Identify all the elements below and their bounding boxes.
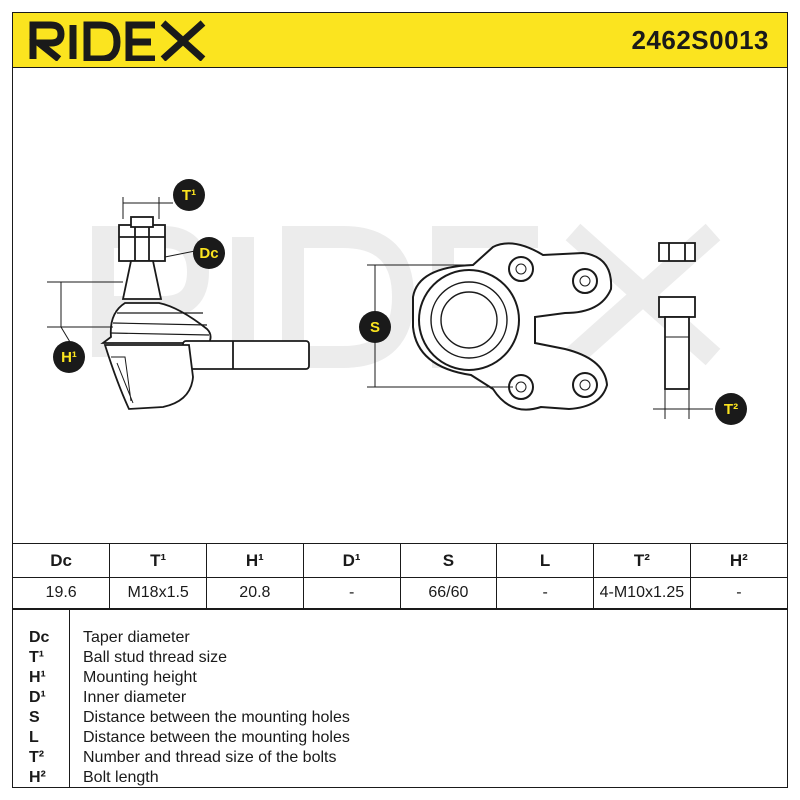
mounting-hole bbox=[572, 268, 598, 294]
ball-joint-side-view bbox=[47, 197, 310, 410]
spec-value: - bbox=[302, 577, 401, 609]
legend-item: H¹ Mounting height bbox=[13, 668, 787, 688]
svg-text:T¹: T¹ bbox=[182, 187, 196, 204]
legend-code: D¹ bbox=[29, 689, 46, 706]
legend-code: T² bbox=[29, 749, 45, 766]
legend-code: Dc bbox=[29, 629, 50, 646]
part-number: 2462S0013 bbox=[631, 25, 769, 55]
legend-description: Inner diameter bbox=[83, 689, 187, 706]
legend-code: T¹ bbox=[29, 649, 45, 666]
label-badge-t2: T² bbox=[715, 393, 747, 425]
label-badge-t1: T¹ bbox=[173, 179, 205, 211]
spec-header: Dc bbox=[13, 543, 111, 578]
legend-description: Bolt length bbox=[83, 769, 159, 786]
spec-header: L bbox=[496, 543, 594, 578]
legend-description: Ball stud thread size bbox=[83, 649, 228, 666]
legend-description: Number and thread size of the bolts bbox=[83, 749, 337, 766]
spec-value: 66/60 bbox=[399, 577, 498, 609]
spec-value-row: 19.6 M18x1.5 20.8 - 66/60 - 4-M10x1.25 - bbox=[13, 577, 787, 609]
legend-description: Distance between the mounting holes bbox=[83, 729, 350, 746]
legend-code: H² bbox=[29, 769, 46, 786]
spec-value: 20.8 bbox=[206, 577, 304, 609]
spec-value: 4-M10x1.25 bbox=[593, 577, 691, 609]
legend-item: L Distance between the mounting holes bbox=[13, 728, 787, 748]
legend-divider bbox=[69, 610, 70, 788]
svg-text:S: S bbox=[370, 319, 380, 336]
bolt-shank bbox=[664, 316, 690, 390]
label-badge-h1: H¹ bbox=[53, 341, 85, 373]
ball-socket-outer bbox=[418, 269, 520, 371]
spec-table: Dc T¹ H¹ D¹ S L T² H² 19.6 M18x1.5 20.8 … bbox=[13, 543, 787, 609]
label-badge-s: S bbox=[359, 311, 391, 343]
legend-item: T¹ Ball stud thread size bbox=[13, 648, 787, 668]
spec-header-row: Dc T¹ H¹ D¹ S L T² H² bbox=[13, 543, 787, 578]
spec-header: H² bbox=[689, 543, 787, 578]
legend-description: Mounting height bbox=[83, 669, 197, 686]
lever-arm bbox=[182, 340, 310, 370]
bolt-and-nut bbox=[653, 242, 713, 419]
legend: Dc Taper diameter T¹ Ball stud thread si… bbox=[13, 609, 787, 788]
spec-header: T¹ bbox=[109, 543, 207, 578]
legend-code: L bbox=[29, 729, 39, 746]
castle-nut bbox=[118, 224, 166, 262]
spec-value: M18x1.5 bbox=[109, 577, 207, 609]
spec-header: T² bbox=[593, 543, 691, 578]
spec-header: S bbox=[399, 543, 498, 578]
bolt-head bbox=[658, 296, 696, 318]
svg-text:H¹: H¹ bbox=[61, 349, 77, 366]
legend-item: D¹ Inner diameter bbox=[13, 688, 787, 708]
svg-text:Dc: Dc bbox=[199, 245, 218, 262]
spec-value: - bbox=[689, 577, 787, 609]
legend-item: T² Number and thread size of the bolts bbox=[13, 748, 787, 768]
ball-joint-top-view bbox=[367, 242, 613, 411]
ridex-logo bbox=[29, 20, 206, 61]
technical-drawing: T¹ Dc H¹ S T² bbox=[47, 179, 747, 425]
legend-code: H¹ bbox=[29, 669, 46, 686]
svg-text:T²: T² bbox=[724, 401, 738, 418]
ball-housing bbox=[103, 344, 194, 410]
legend-description: Distance between the mounting holes bbox=[83, 709, 350, 726]
mounting-hole bbox=[508, 256, 534, 282]
datasheet: 2462S0013 bbox=[12, 12, 788, 788]
legend-item: Dc Taper diameter bbox=[13, 628, 787, 648]
label-badge-dc: Dc bbox=[193, 237, 225, 269]
legend-code: S bbox=[29, 709, 40, 726]
spec-header: D¹ bbox=[302, 543, 401, 578]
spec-value: 19.6 bbox=[13, 577, 111, 609]
header-bar: 2462S0013 bbox=[13, 13, 787, 68]
legend-item: H² Bolt length bbox=[13, 768, 787, 788]
spec-value: - bbox=[496, 577, 594, 609]
mounting-hole bbox=[572, 372, 598, 398]
spec-header: H¹ bbox=[206, 543, 304, 578]
taper-stud bbox=[121, 260, 163, 300]
legend-item: S Distance between the mounting holes bbox=[13, 708, 787, 728]
bolt-nut bbox=[658, 242, 696, 262]
legend-description: Taper diameter bbox=[83, 629, 190, 646]
